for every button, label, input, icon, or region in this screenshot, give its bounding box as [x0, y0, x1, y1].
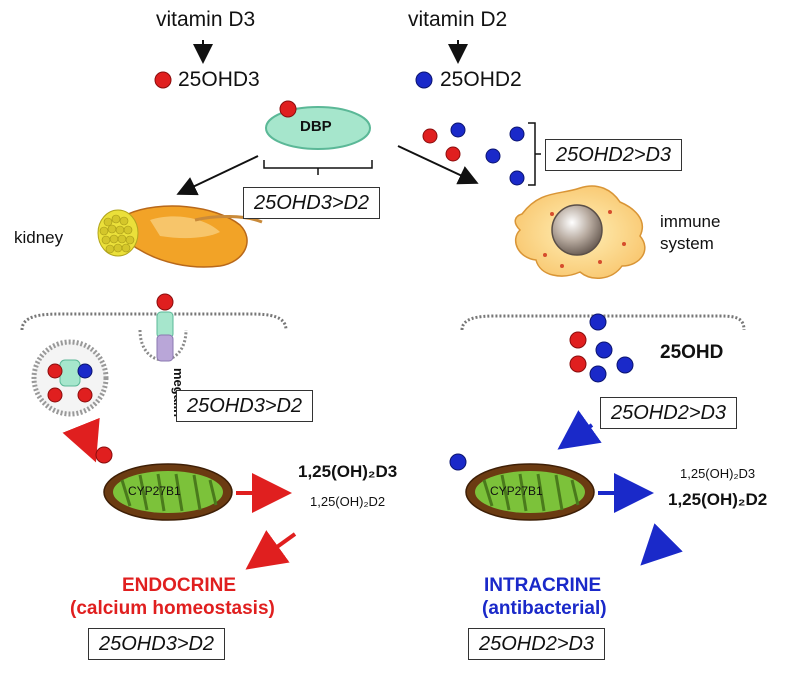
vitamin-d3-label: vitamin D3	[156, 8, 256, 31]
arrow-dbp-to-immune	[397, 145, 479, 185]
right-minor-product: 1,25(OH)₂D3	[680, 466, 756, 481]
immune-free-d2-dot	[595, 341, 613, 359]
immune-label-line1: immune	[660, 212, 721, 231]
arrow-to-endocrine	[245, 530, 297, 570]
right-mitochondrion	[465, 463, 595, 521]
ratio-box-immune: 25OHD2>D3	[600, 397, 738, 429]
arrow-free-to-mito	[557, 410, 602, 450]
ratio-box-top-right: 25OHD2>D3	[545, 139, 683, 171]
immune-label-line2: system	[660, 234, 714, 253]
immune-membrane	[460, 314, 746, 331]
ratio-box-endocrine: 25OHD3>D2	[88, 628, 226, 660]
megalin-receptor	[138, 293, 188, 362]
left-minor-product: 1,25(OH)₂D2	[310, 494, 386, 509]
25ohd3-label: 25OHD3	[178, 68, 260, 91]
free-d2-dot	[509, 126, 525, 142]
free-d2-dot	[509, 170, 525, 186]
dbp-brace	[263, 160, 373, 175]
arrow-vesicle-to-mito	[62, 417, 100, 463]
free-d3-dot	[422, 128, 438, 144]
immune-free-d3-dot	[569, 331, 587, 349]
vitamin-d2-label: vitamin D2	[408, 8, 508, 31]
free-d2-dot	[450, 122, 466, 138]
free-d3-dot	[445, 146, 461, 162]
left-mitochondrion	[103, 463, 233, 521]
cyp27b1-left-label: CYP27B1	[128, 484, 181, 498]
dbp-bound-d3-dot	[279, 100, 297, 118]
arrow-to-intracrine	[640, 523, 683, 566]
right-major-product: 1,25(OH)₂D2	[668, 490, 768, 509]
entering-d2-dot	[449, 453, 467, 471]
25ohd-label: 25OHD	[660, 342, 724, 363]
free-d2-dot	[485, 148, 501, 164]
ratio-box-top-left: 25OHD3>D2	[243, 187, 381, 219]
arrow-dbp-to-kidney	[176, 155, 259, 196]
endocytic-vesicle	[31, 339, 109, 417]
dbp-protein	[265, 106, 371, 150]
ratio-box-megalin: 25OHD3>D2	[176, 390, 314, 422]
intracrine-subtitle: (antibacterial)	[482, 598, 607, 619]
25ohd2-dot	[415, 71, 433, 89]
cyp27b1-right-label: CYP27B1	[490, 484, 543, 498]
immune-free-d3-dot	[569, 355, 587, 373]
immune-free-d2-dot	[589, 313, 607, 331]
intracrine-title: INTRACRINE	[484, 575, 602, 596]
kidney-label: kidney	[14, 228, 64, 247]
kidney-illustration	[97, 205, 263, 268]
ratio-box-intracrine: 25OHD2>D3	[468, 628, 606, 660]
kidney-membrane	[20, 312, 288, 331]
25ohd3-dot	[154, 71, 172, 89]
left-major-product: 1,25(OH)₂D3	[298, 462, 398, 481]
immune-free-d2-dot	[616, 356, 634, 374]
25ohd2-label: 25OHD2	[440, 68, 522, 91]
immune-cell-illustration	[514, 185, 646, 279]
released-d3-dot	[95, 446, 113, 464]
immune-free-d2-dot	[589, 365, 607, 383]
dbp-label: DBP	[300, 118, 332, 135]
endocrine-title: ENDOCRINE	[122, 575, 237, 596]
endocrine-subtitle: (calcium homeostasis)	[70, 598, 275, 619]
cluster-brace	[528, 122, 541, 186]
